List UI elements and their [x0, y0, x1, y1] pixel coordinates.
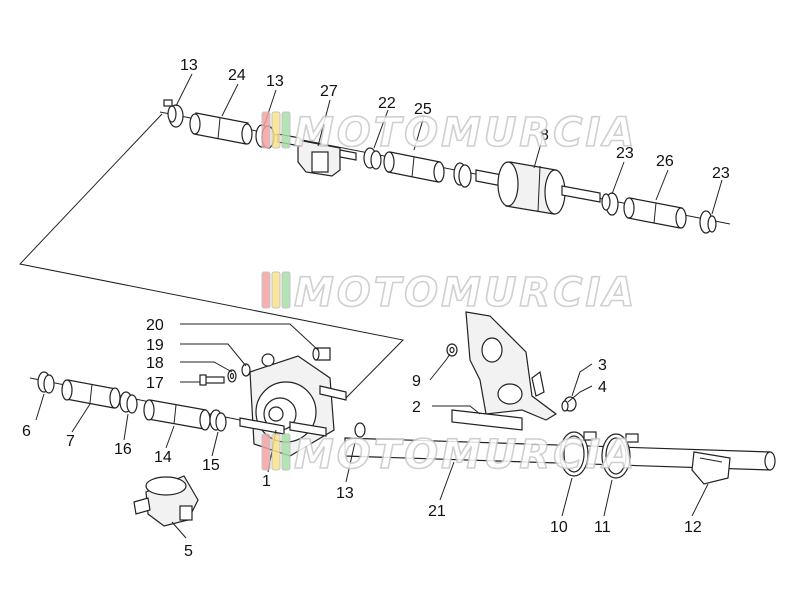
callout-27: 27 — [320, 83, 338, 100]
callout-7: 7 — [66, 433, 75, 450]
svg-text:MOTOMURCIA: MOTOMURCIA — [294, 270, 637, 316]
fuel-filter-8 — [475, 161, 601, 215]
callout-4: 4 — [598, 379, 607, 396]
callout-13-top-second: 13 — [266, 73, 284, 90]
hose-clamp-11 — [601, 433, 639, 479]
hose-clamp-filter-inlet — [453, 162, 472, 188]
callout-18: 18 — [146, 355, 164, 372]
callout-13-top-left: 13 — [180, 57, 198, 74]
watermark-logo-bottom: MOTOMURCIA — [261, 431, 637, 479]
lower-left-hose-assembly — [29, 371, 251, 432]
callout-23-left: 23 — [616, 145, 634, 162]
washer-9 — [446, 343, 458, 357]
callout-1: 1 — [262, 473, 271, 490]
callout-13-lower: 13 — [336, 485, 354, 502]
callout-8: 8 — [540, 127, 549, 144]
callout-19: 19 — [146, 337, 164, 354]
fuel-hose-7 — [61, 379, 121, 409]
hose-clamp-23-right — [699, 210, 717, 234]
hose-clamp-13-lower — [354, 422, 366, 438]
hose-clamp-23-left — [601, 192, 619, 216]
callout-26: 26 — [656, 153, 674, 170]
callout-12: 12 — [684, 519, 702, 536]
callout-9: 9 — [412, 373, 421, 390]
callout-15: 15 — [202, 457, 220, 474]
hose-clamp-6 — [37, 371, 55, 394]
callout-11: 11 — [594, 519, 611, 536]
hose-clamp-16 — [119, 391, 138, 414]
washer-18 — [227, 369, 237, 383]
callout-5: 5 — [184, 543, 193, 560]
svg-text:MOTOMURCIA: MOTOMURCIA — [294, 432, 637, 478]
callout-14: 14 — [154, 449, 172, 466]
callout-23-right: 23 — [712, 165, 730, 182]
watermark-logo-top: MOTOMURCIA — [261, 109, 637, 157]
watermark-logo-middle: MOTOMURCIA — [261, 269, 637, 317]
fuel-hose-24 — [189, 112, 253, 145]
svg-text:MOTOMURCIA: MOTOMURCIA — [294, 110, 637, 156]
washer-19 — [241, 363, 251, 377]
hose-clamp-10 — [559, 431, 597, 477]
callout-2: 2 — [412, 399, 421, 416]
screw-17 — [199, 374, 225, 386]
callout-22: 22 — [378, 95, 396, 112]
spacer-20 — [312, 347, 331, 361]
callout-numbers: 13 24 13 27 22 25 8 23 26 23 20 19 18 17… — [22, 57, 730, 560]
fuel-pump-1 — [239, 353, 347, 457]
fuel-tee-fitting-27 — [277, 133, 357, 177]
callout-20: 20 — [146, 317, 164, 334]
callout-10: 10 — [550, 519, 568, 536]
mounting-bracket-2 — [451, 311, 558, 431]
washer-4 — [561, 400, 569, 412]
assembly-guide-line — [19, 113, 405, 401]
callout-24: 24 — [228, 67, 246, 84]
hose-holder-12 — [691, 451, 731, 485]
fuel-hose-25 — [383, 151, 445, 183]
hose-clamp-22 — [363, 147, 382, 170]
fuel-hose-26 — [623, 197, 687, 229]
callout-17: 17 — [146, 375, 164, 392]
hose-clamp-15 — [209, 409, 227, 432]
callout-6: 6 — [22, 423, 31, 440]
callout-3: 3 — [598, 357, 607, 374]
callout-25: 25 — [414, 101, 432, 118]
fuel-valve-5 — [133, 475, 199, 527]
callout-21: 21 — [428, 503, 446, 520]
callout-16: 16 — [114, 441, 132, 458]
fuel-hose-14 — [143, 399, 211, 431]
